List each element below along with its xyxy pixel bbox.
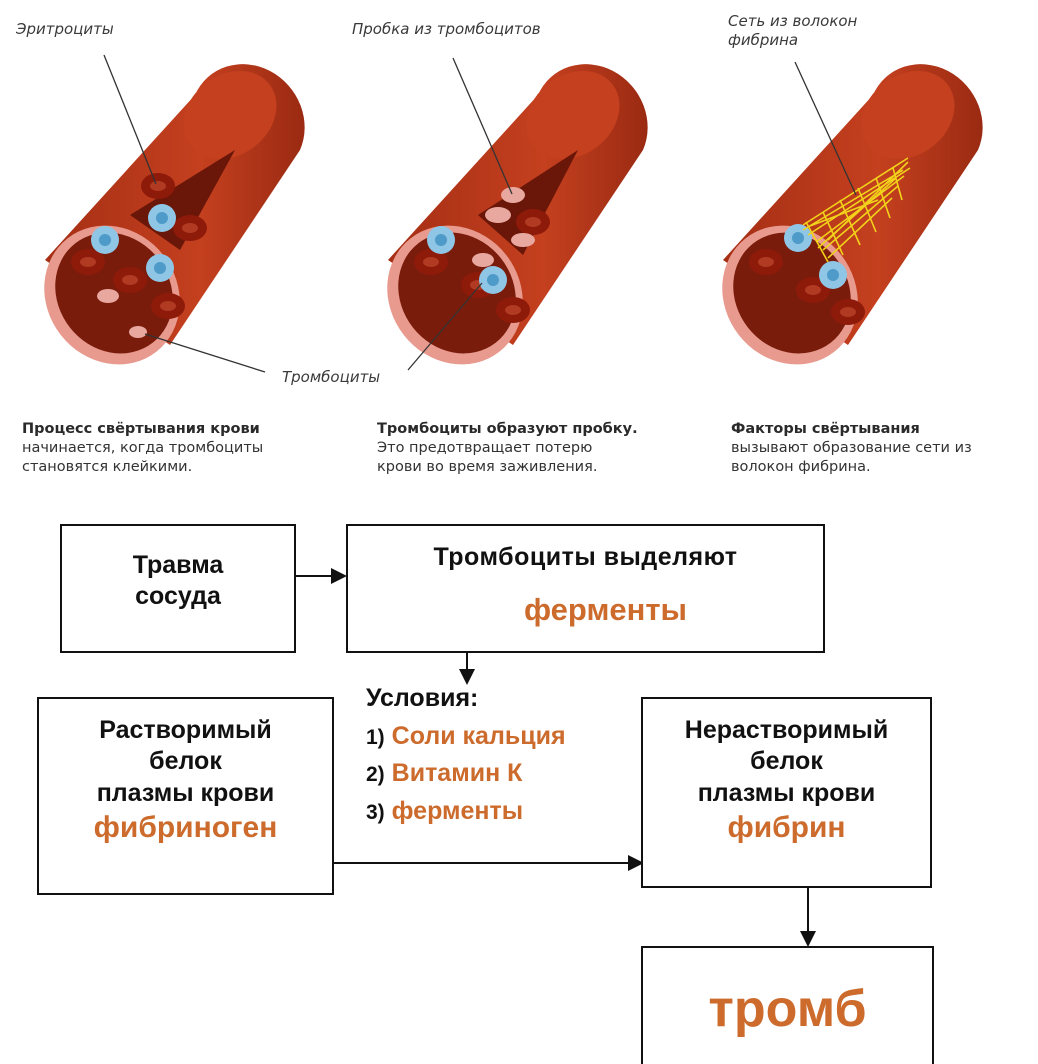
box-soluble-protein: Растворимый белок плазмы крови фибриноге… <box>37 697 334 895</box>
thrombus-label: тромб <box>708 980 867 1038</box>
conditions-title: Условия: <box>366 684 479 712</box>
vessel-stage-1 <box>16 52 305 392</box>
label-fibrin-net: Сеть из волокон фибрина <box>728 12 858 49</box>
box-vessel-trauma: Травма сосуда <box>60 524 296 653</box>
box-thrombus: тромб <box>641 946 934 1064</box>
label-platelet-plug: Пробка из тромбоцитов <box>352 20 541 38</box>
condition-item: 2) Витамин К <box>366 759 523 787</box>
caption-stage-2: Тромбоциты образуют пробку. Это предотвр… <box>377 421 638 475</box>
caption-stage-3: Факторы свёртывания вызывают образование… <box>731 421 972 475</box>
condition-item: 3) ферменты <box>366 796 524 825</box>
condition-item: 1) Соли кальция <box>366 721 566 750</box>
vessel-stage-3 <box>694 52 983 392</box>
label-platelets: Тромбоциты <box>282 368 381 386</box>
enzymes-highlight: ферменты <box>523 592 688 628</box>
box-insoluble-protein: Нерастворимый белок плазмы крови фибрин <box>641 697 932 888</box>
vessel-illustration <box>16 52 983 392</box>
box-platelets-release: Тромбоциты выделяют ферменты <box>346 524 825 653</box>
fibrin-net <box>802 157 911 263</box>
leader-lines <box>103 54 857 373</box>
fibrinogen-highlight: фибриноген <box>93 810 278 844</box>
vessel-stage-2 <box>359 52 648 392</box>
caption-stage-1: Процесс свёртывания крови начинается, ко… <box>22 421 264 475</box>
conditions-list: Условия: 1) Соли кальция 2) Витамин К 3)… <box>366 680 566 830</box>
label-erythrocytes: Эритроциты <box>16 20 114 38</box>
fibrin-highlight: фибрин <box>727 810 846 844</box>
